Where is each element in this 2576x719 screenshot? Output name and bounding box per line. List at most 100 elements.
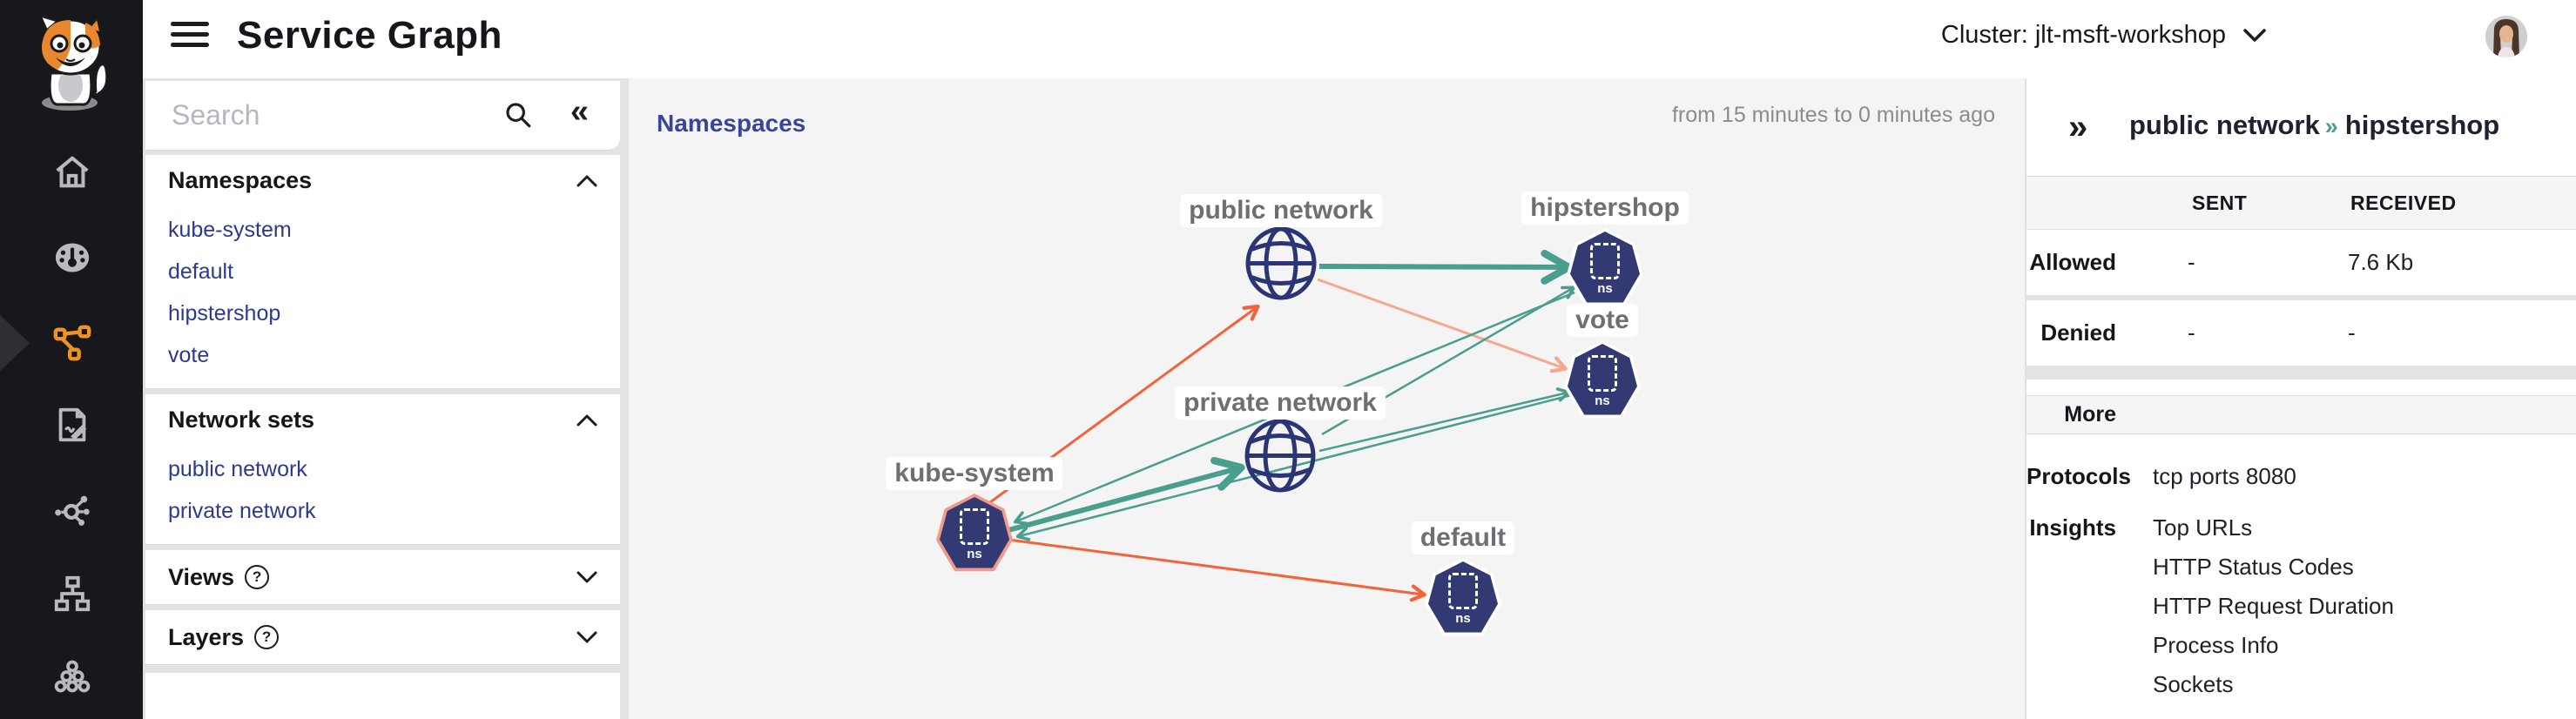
- received-value: -: [2348, 319, 2356, 346]
- section-header[interactable]: Network sets: [168, 394, 597, 445]
- sidebar-item-kube-system[interactable]: kube-system: [168, 217, 292, 242]
- field-value: Sockets: [2153, 671, 2234, 697]
- tiers-icon[interactable]: [52, 574, 92, 614]
- edge-public-network-to-vote[interactable]: [1317, 278, 1568, 373]
- more-section-header: More: [2026, 395, 2576, 434]
- node-label-default: default: [1411, 521, 1515, 554]
- detail-panel-header: » public network » hipstershop: [2026, 78, 2576, 176]
- ns-badge: ns: [1455, 611, 1471, 626]
- node-label-public-network: public network: [1180, 194, 1382, 227]
- breadcrumb-source: public network: [2129, 110, 2320, 140]
- dashboard-icon[interactable]: [52, 238, 92, 278]
- graph-node-kube-system[interactable]: ns: [936, 494, 1013, 574]
- time-range-label: from 15 minutes to 0 minutes ago: [1671, 103, 1995, 127]
- edge-kube-system-to-default[interactable]: [1008, 538, 1426, 602]
- breadcrumb-separator-icon: »: [2324, 113, 2338, 139]
- sidebar-item-private-network[interactable]: private network: [168, 498, 316, 523]
- namespace-glyph: [1448, 573, 1478, 609]
- section-title: Network sets: [168, 406, 315, 433]
- graph-node-default[interactable]: ns: [1425, 558, 1501, 638]
- collapse-sidebar-icon[interactable]: «: [570, 93, 589, 130]
- column-header-sent: SENT: [2192, 191, 2248, 214]
- sent-value: -: [2188, 249, 2195, 275]
- edge-private-network-to-vote[interactable]: [1318, 387, 1571, 453]
- breadcrumb-target: hipstershop: [2344, 110, 2500, 140]
- sidebar-section-namespaces: Namespaces kube-system default hipstershop v…: [145, 155, 620, 389]
- collapse-panel-icon[interactable]: »: [2068, 108, 2088, 146]
- ns-badge: ns: [967, 547, 982, 561]
- page-title: Service Graph: [237, 14, 502, 57]
- field-value: Process Info: [2153, 632, 2279, 658]
- graph-node-public-network[interactable]: [1244, 226, 1318, 306]
- service-graph-sidebar: « Namespaces kube-system default hipstersho…: [143, 78, 629, 719]
- section-title: Namespaces: [168, 166, 313, 193]
- sidebar-item-vote[interactable]: vote: [168, 342, 210, 367]
- home-icon[interactable]: [52, 152, 92, 192]
- field-value: HTTP Status Codes: [2153, 554, 2354, 580]
- sidebar-item-hipstershop[interactable]: hipstershop: [168, 300, 281, 326]
- section-title: Layers: [168, 623, 245, 650]
- chevron-down-icon[interactable]: [577, 631, 597, 644]
- field-value: HTTP Request Duration: [2153, 593, 2394, 619]
- search-card: «: [145, 81, 620, 151]
- ns-badge: ns: [1597, 281, 1613, 296]
- section-title: Views: [168, 563, 235, 590]
- chevron-down-icon[interactable]: [577, 571, 597, 584]
- edge-public-network-to-hipstershop[interactable]: [1318, 249, 1573, 285]
- traffic-row-denied: Denied--: [2026, 300, 2576, 366]
- graph-node-hipstershop[interactable]: ns: [1567, 228, 1643, 308]
- chevron-down-icon: [2243, 28, 2266, 42]
- section-header[interactable]: Layers?: [168, 610, 597, 664]
- namespace-glyph: [1590, 243, 1620, 279]
- canvas-view-label: Namespaces: [657, 110, 806, 137]
- field-label: Insights: [2029, 514, 2116, 541]
- namespace-glyph: [960, 508, 989, 545]
- graph-node-vote[interactable]: ns: [1564, 340, 1641, 420]
- help-icon[interactable]: ?: [245, 565, 270, 589]
- node-label-kube-system: kube-system: [886, 457, 1063, 490]
- cluster-icon[interactable]: [52, 656, 92, 696]
- top-bar: Service Graph Cluster: jlt-msft-workshop: [143, 0, 2576, 78]
- ns-badge: ns: [1595, 393, 1610, 408]
- traffic-row-allowed: Allowed - 7.6 Kb: [2026, 230, 2576, 295]
- chevron-up-icon[interactable]: [577, 174, 597, 187]
- field-label: Protocols: [2026, 463, 2131, 489]
- node-label-private-network: private network: [1175, 386, 1386, 420]
- sidebar-item-default[interactable]: default: [168, 259, 234, 284]
- cluster-selector-label: Cluster: jlt-msft-workshop: [1940, 21, 2226, 49]
- chevron-up-icon[interactable]: [577, 413, 597, 427]
- breadcrumb: public network » hipstershop: [2129, 110, 2499, 141]
- node-label-hipstershop: hipstershop: [1521, 192, 1689, 225]
- edge-kube-system-to-private-network[interactable]: [1008, 456, 1245, 533]
- left-icon-rail: [0, 0, 143, 719]
- policies-icon[interactable]: [52, 405, 92, 445]
- namespace-glyph: [1588, 355, 1617, 392]
- row-label: Allowed: [2029, 249, 2116, 275]
- section-header[interactable]: Namespaces: [168, 155, 597, 205]
- graph-node-private-network[interactable]: [1244, 419, 1317, 498]
- traffic-table-header: SENT RECEIVED: [2026, 176, 2576, 230]
- sidebar-section-network-sets: Network sets public network private networ…: [145, 394, 620, 545]
- cluster-selector[interactable]: Cluster: jlt-msft-workshop: [1941, 21, 2266, 50]
- section-header[interactable]: Views?: [168, 550, 597, 604]
- detail-panel: » public network » hipstershop SENT RECE…: [2025, 78, 2576, 719]
- received-value: 7.6 Kb: [2348, 249, 2414, 275]
- sidebar-empty-card: [145, 673, 620, 719]
- service-graph-icon[interactable]: [52, 323, 92, 363]
- sent-value: -: [2188, 319, 2195, 346]
- active-item-notch: [0, 315, 30, 371]
- user-avatar[interactable]: [2485, 16, 2527, 57]
- sidebar-section-views: Views?: [145, 550, 620, 605]
- more-label: More: [2064, 402, 2116, 427]
- menu-hamburger-icon[interactable]: [171, 22, 209, 53]
- search-input[interactable]: [172, 81, 537, 149]
- node-label-vote: vote: [1567, 304, 1638, 337]
- search-icon[interactable]: [503, 100, 533, 134]
- flows-icon[interactable]: [52, 490, 92, 530]
- help-icon[interactable]: ?: [254, 625, 280, 649]
- sidebar-item-public-network[interactable]: public network: [168, 456, 307, 481]
- graph-canvas[interactable]: Namespaces from 15 minutes to 0 minutes …: [629, 78, 2025, 719]
- graph-edges: [989, 249, 1576, 602]
